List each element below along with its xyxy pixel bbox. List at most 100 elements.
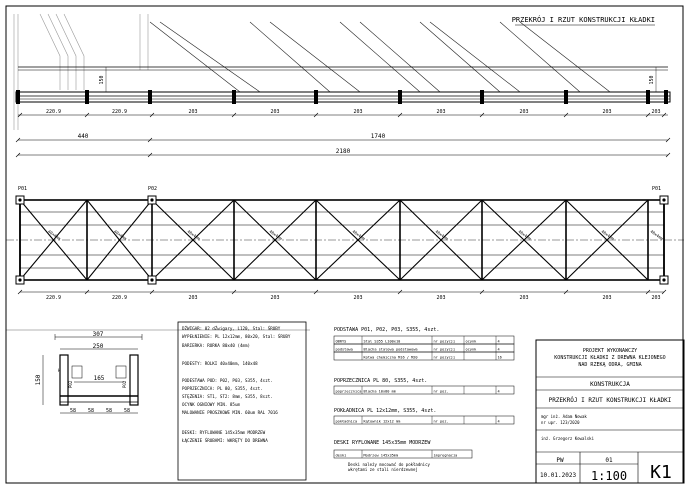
table4-note-2: wkrętami ze stali nierdzewnej: [348, 467, 418, 472]
plan-dim-label: 203: [651, 295, 660, 301]
brace-label: 40x4mm: [649, 229, 664, 242]
table-cell: nr poz.: [434, 390, 449, 394]
plan-brace: [399, 199, 483, 281]
elevation-dim-label: 203: [353, 109, 362, 115]
section-dim-top: 307: [93, 331, 104, 338]
plan-dim-label: 203: [188, 295, 197, 301]
elevation-dim-label: 203: [436, 109, 445, 115]
table-cell: nr pozycji: [434, 356, 456, 360]
drawing-code: K1: [650, 462, 672, 483]
table-cell: podstawa: [336, 348, 353, 352]
plan-post-bolt: [150, 278, 154, 282]
plan-dim-label: 203: [270, 295, 279, 301]
elevation-post: [564, 90, 568, 104]
elevation-post: [646, 90, 650, 104]
dim-tick: [17, 112, 23, 118]
note-line: PODESTY: ROLKI 40x40mm, 140x48: [182, 361, 258, 366]
table-cell: nr pozycji: [434, 348, 456, 352]
table-cell: 4: [498, 420, 500, 424]
elevation-dim-label: 220.9: [46, 109, 61, 115]
dim-tick: [397, 112, 403, 118]
project-line-3: NAD RZEKĄ ODRA, GMINA: [578, 362, 641, 368]
elevation-dim-label: 220.9: [112, 109, 127, 115]
section-bottom-dim-3: 58: [106, 408, 112, 414]
checker-line: nr upr. 123/2020: [541, 420, 580, 425]
overall-dim-440: 440: [78, 133, 89, 140]
table-cell: deski: [336, 454, 347, 458]
branch-label: KONSTRUKCJA: [590, 381, 630, 388]
table-cell: 4: [498, 390, 500, 394]
designer-line: inż. Grzegorz Kowalski: [541, 436, 595, 441]
plan-brace: [565, 199, 649, 281]
plan-brace: [315, 199, 401, 281]
dim-tick: [479, 112, 485, 118]
plan-post-bolt: [18, 198, 22, 202]
section-dim-inner: 250: [93, 343, 104, 350]
title-block: PROJEKT WYKONAWCZY KONSTRUKCJI KŁADKI Z …: [535, 339, 685, 484]
elevation-dim-label: 203: [519, 109, 528, 115]
sheet-num: 01: [605, 457, 613, 464]
table1-title: PODSTAWA P01, P02, P03, S355, 4szt.: [334, 327, 439, 333]
dim-tick: [397, 289, 403, 295]
section-label-p02b: P02: [122, 380, 127, 388]
plan-brace: [19, 199, 88, 281]
dim-tick: [313, 289, 319, 295]
post-label-p01-right: P01: [652, 186, 661, 192]
plan-dim-label: 220.9: [112, 295, 127, 301]
dim-tick: [563, 289, 569, 295]
dim-tick: [147, 137, 153, 143]
note-line: ŁĄCZENIE ŚRUBAMI: WKRĘTY DO DREWNA: [181, 438, 268, 443]
table-cell: OBRYS: [336, 340, 347, 344]
elevation-post: [314, 90, 318, 104]
elevation-post: [664, 90, 668, 104]
dim-tick: [645, 289, 651, 295]
plan-brace: [233, 199, 317, 281]
dim-tick: [231, 112, 237, 118]
post-label-p02: P02: [148, 186, 157, 192]
plan-post-bolt: [150, 198, 154, 202]
table-cell: Modrzew 145x35mm: [364, 454, 399, 458]
table-cell: ocynk: [466, 340, 478, 344]
plan-post-bolt: [662, 278, 666, 282]
dim-tick: [15, 137, 21, 143]
plan-post-bolt: [662, 198, 666, 202]
overall-dim-1740: 1740: [371, 133, 386, 140]
elevation-post: [232, 90, 236, 104]
elevation-post: [148, 90, 152, 104]
author-line: mgr inż. Adam Nowak: [541, 414, 587, 419]
section-height: 150: [35, 374, 42, 385]
note-line: WYPEŁNIENIE: PL 12x12mm, 80x20, Stal: ŚR…: [182, 334, 291, 339]
table-row: [333, 449, 473, 459]
sheet-title: PRZEKRÓJ I RZUT KONSTRUKCJI KŁADKI: [512, 15, 655, 24]
table-cell: pokładnica: [336, 420, 358, 424]
note-line: BARIERKA: RURKA 80x40 (4mm): [182, 343, 250, 348]
table-cell: Kątownik 12x12 mm: [364, 420, 401, 424]
table-cell: 16: [498, 356, 502, 360]
note-line: STĘŻENIA: ST1, ST2: 8mm, S355, 8szt.: [182, 394, 273, 399]
table4-note-1: Deski należy mocować do pokładnicy: [348, 462, 430, 467]
table4-title: DESKI RYFLOWANE 145x35mm MODRZEW: [334, 440, 431, 446]
plan-brace: [151, 199, 235, 281]
table-cell: 4: [498, 340, 500, 344]
phase: PW: [556, 457, 564, 464]
plan-dim-label: 203: [353, 295, 362, 301]
table-cell: poprzecznica: [336, 390, 362, 394]
section-label-p02a: P02: [68, 380, 73, 388]
section-bottom-dim-4: 58: [124, 408, 130, 414]
plan-dim-label: 203: [436, 295, 445, 301]
elevation-height-right: 150: [649, 75, 655, 84]
elevation-dim-label: 203: [270, 109, 279, 115]
table-cell: Blacha 10x80 mm: [364, 390, 396, 394]
table-row: [333, 343, 515, 353]
table-cell: 4: [498, 348, 500, 352]
table-row: [333, 415, 515, 425]
project-line-2: KONSTRUKCJI KŁADKI Z DREWNA KLEJONEGO: [554, 355, 665, 361]
elevation-dim-label: 203: [602, 109, 611, 115]
date: 10.01.2023: [540, 472, 577, 479]
table-row: [333, 385, 515, 395]
dim-tick: [665, 152, 671, 158]
table-cell: impregnacja: [434, 454, 458, 458]
note-line: DŹWIGAR: 02 dŹwigary, L120, Stal: ŚRUBY: [182, 326, 281, 331]
